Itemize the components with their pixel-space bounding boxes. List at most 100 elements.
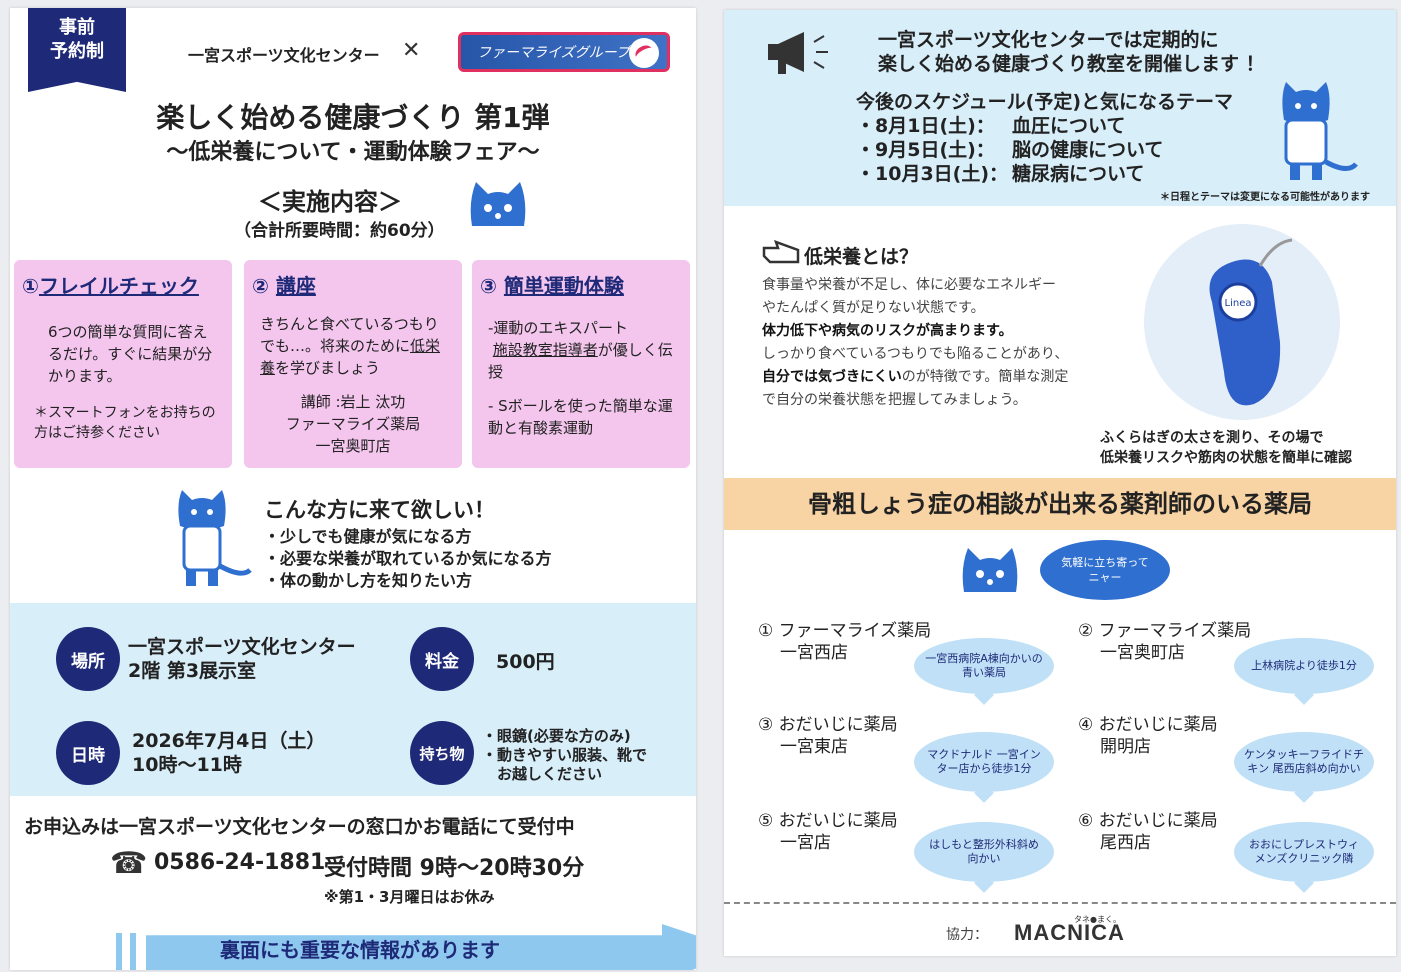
banner-stripe (130, 933, 136, 970)
device-caption-line2: 低栄養リスクや筋肉の状態を簡単に確認 (1100, 450, 1352, 466)
banner-stripe (116, 933, 122, 970)
card-3-num: ③ (480, 274, 497, 298)
fee-value: 500円 (496, 651, 555, 673)
phone-number[interactable]: 0586-24-1881 (154, 850, 326, 875)
apply-text: お申込みは一宮スポーツ文化センターの窓口かお電話にて受付中 (24, 816, 575, 838)
card-3-title: 簡単運動体験 (503, 274, 624, 298)
intro-line2: 楽しく始める健康づくり教室を開催します ！ (878, 53, 1265, 75)
card-2-body-b: 低栄養 (260, 337, 441, 377)
place-value: 一宮スポーツ文化センター 2階 第3展示室 (128, 635, 356, 683)
card-2-body-a: きちんと食べているつもりでも…。将来のために (260, 315, 439, 355)
card-1-num: ① (22, 274, 39, 298)
date-value: 2026年7月4日（土） 10時～11時 (132, 729, 325, 777)
store-1: ① ファーマライズ薬局一宮西店 (758, 620, 931, 664)
schedule-date: ・9月5日(土)： (856, 139, 995, 161)
schedule-theme: 血圧について (1012, 115, 1126, 137)
card-exercise: ③ 簡単運動体験 -運動のエキスパート 施設教室指導者が優しく伝授 - Sボール… (472, 260, 690, 468)
place-line1: 一宮スポーツ文化センター (128, 636, 356, 658)
malnutrition-line: で自分の栄養状態を把握してみましょう。 (762, 392, 1027, 408)
closed-days: ※第1・3月曜日はお休み (324, 888, 495, 906)
device-brand: Linea (1225, 298, 1252, 309)
content-time: （合計所要時間：約60分） (234, 221, 445, 241)
store-4-note: ケンタッキーフライドチキン 尾西店斜め向かい (1234, 732, 1374, 792)
card-2-body-c: を学びましょう (275, 359, 381, 377)
date-line2: 10時～11時 (132, 754, 242, 776)
card-2-lecturer: 講師 :岩上 汰功 ファーマライズ薬局 一宮奥町店 (244, 391, 462, 457)
card-1-note: ＊スマートフォンをお持ちの方はご持参ください (34, 405, 216, 441)
store-branch: 一宮奥町店 (1100, 643, 1185, 663)
store-name: ⑥ おだいじに薬局 (1078, 811, 1218, 831)
phone-icon: ☎ (110, 846, 148, 881)
card-frail-check: ①フレイルチェック 6つの簡単な質問に答えるだけ。すぐに結果が分かります。 ＊ス… (14, 260, 232, 468)
store-name: ① ファーマライズ薬局 (758, 621, 932, 641)
card-1-title: フレイルチェック (38, 274, 199, 298)
doctor-cat-icon (1282, 82, 1358, 180)
store-name: ④ おだいじに薬局 (1078, 715, 1218, 735)
fee-label: 料金 (410, 627, 474, 691)
card-3-body-c: が優しく伝授 (488, 341, 673, 381)
malnutrition-rest: のが特徴です。簡単な測定 (901, 369, 1069, 385)
lecturer-branch: 一宮奥町店 (315, 437, 391, 455)
cat-head-icon (962, 548, 1018, 592)
event-subtitle: ～低栄養について・運動体験フェア～ (166, 140, 540, 165)
reservation-badge: 事前 予約制 (28, 8, 126, 92)
malnutrition-line: やたんぱく質が足りない状態です。 (762, 300, 985, 316)
items-line: お越しください (482, 765, 603, 783)
badge-line2: 予約制 (50, 41, 104, 62)
standing-cat-icon (178, 490, 252, 586)
target-item: ・体の動かし方を知りたい方 (264, 571, 473, 590)
schedule-note: ＊日程とテーマは変更になる可能性があります (1160, 192, 1370, 203)
schedule-item: ・10月3日(土)：糖尿病について (856, 162, 1163, 186)
target-list: ・少しでも健康が気になる方 ・必要な栄養が取れているか気になる方 ・体の動かし方… (264, 526, 552, 592)
items-label: 持ち物 (410, 721, 474, 785)
malnutrition-heading: 低栄養とは？ (804, 246, 919, 268)
event-info-band: 場所 一宮スポーツ文化センター 2階 第3展示室 料金 500円 日時 2026… (10, 603, 696, 796)
malnutrition-line: 自分では気づきにくいのが特徴です。簡単な測定 (762, 366, 1068, 389)
device-caption-line1: ふくらはぎの太さを測り、その場で (1100, 430, 1324, 446)
store-5: ⑤ おだいじに薬局一宮店 (758, 810, 898, 854)
schedule-section: 一宮スポーツ文化センターでは定期的に 楽しく始める健康づくり教室を開催します ！… (724, 10, 1396, 206)
measuring-device-image: Linea (1144, 224, 1340, 420)
target-item: ・少しでも健康が気になる方 (264, 527, 472, 546)
footer-divider (724, 902, 1396, 904)
cat-head-icon (470, 182, 526, 226)
store-6-note: おおにしプレストウィメンズクリニック隣 (1234, 822, 1374, 882)
items-line: ・動きやすい服装、靴で (482, 746, 648, 764)
malnutrition-line: しっかり食べているつもりでも陥ることがあり、 (762, 346, 1069, 362)
partner-logo-mark-icon (629, 38, 659, 68)
store-name: ⑤ おだいじに薬局 (758, 811, 898, 831)
card-3-body-a: -運動のエキスパート (488, 319, 628, 337)
lecturer-name: 講師 :岩上 汰功 (300, 393, 406, 411)
megaphone-icon (768, 32, 828, 74)
card-2-title: 講座 (275, 274, 316, 298)
schedule-heading: 今後のスケジュール(予定)と気になるテーマ (856, 91, 1234, 113)
store-branch: 尾西店 (1100, 833, 1151, 853)
store-3-note: マクドナルド 一宮インター店から徒歩1分 (914, 732, 1054, 792)
store-branch: 一宮東店 (780, 737, 848, 757)
malnutrition-line: 食事量や栄養が不足し、体に必要なエネルギー (762, 277, 1056, 293)
store-branch: 開明店 (1100, 737, 1151, 757)
device-caption: ふくらはぎの太さを測り、その場で 低栄養リスクや筋肉の状態を簡単に確認 (1100, 428, 1352, 468)
target-item: ・必要な栄養が取れているか気になる方 (264, 549, 552, 568)
items-value: ・眼鏡(必要な方のみ) ・動きやすい服装、靴で お越しください (482, 727, 647, 784)
intro-text: 一宮スポーツ文化センターでは定期的に 楽しく始める健康づくり教室を開催します ！ (878, 28, 1265, 76)
content-heading: ＜実施内容＞ (258, 188, 402, 216)
cat-speech-bubble: 気軽に立ち寄ってニャー (1040, 540, 1170, 600)
store-3: ③ おだいじに薬局一宮東店 (758, 714, 898, 758)
store-name: ② ファーマライズ薬局 (1078, 621, 1252, 641)
coop-kana: タネ●まく。 (1074, 915, 1121, 924)
target-heading: こんな方に来て欲しい！ (264, 498, 495, 522)
schedule-date: ・10月3日(土)： (856, 163, 1009, 185)
collab-cross-icon: ✕ (402, 38, 421, 63)
card-lecture: ② 講座 きちんと食べているつもりでも…。将来のために低栄養を学びましょう 講師… (244, 260, 462, 468)
date-label: 日時 (56, 721, 120, 785)
pharmacy-heading: 骨粗しょう症の相談が出来る薬剤師のいる薬局 (724, 478, 1396, 530)
macnica-logo: MACNICA (1014, 920, 1125, 945)
reception-hours: 受付時間 9時～20時30分 (324, 856, 585, 881)
store-5-note: はしもと整形外科斜め向かい (914, 822, 1054, 882)
store-name: ③ おだいじに薬局 (758, 715, 898, 735)
cooperation-label: 協力： (946, 927, 988, 943)
schedule-date: ・8月1日(土)： (856, 115, 995, 137)
malnutrition-text: 食事量や栄養が不足し、体に必要なエネルギー やたんぱく質が足りない状態です。 体… (762, 274, 1068, 412)
intro-line1: 一宮スポーツ文化センターでは定期的に (878, 29, 1219, 51)
